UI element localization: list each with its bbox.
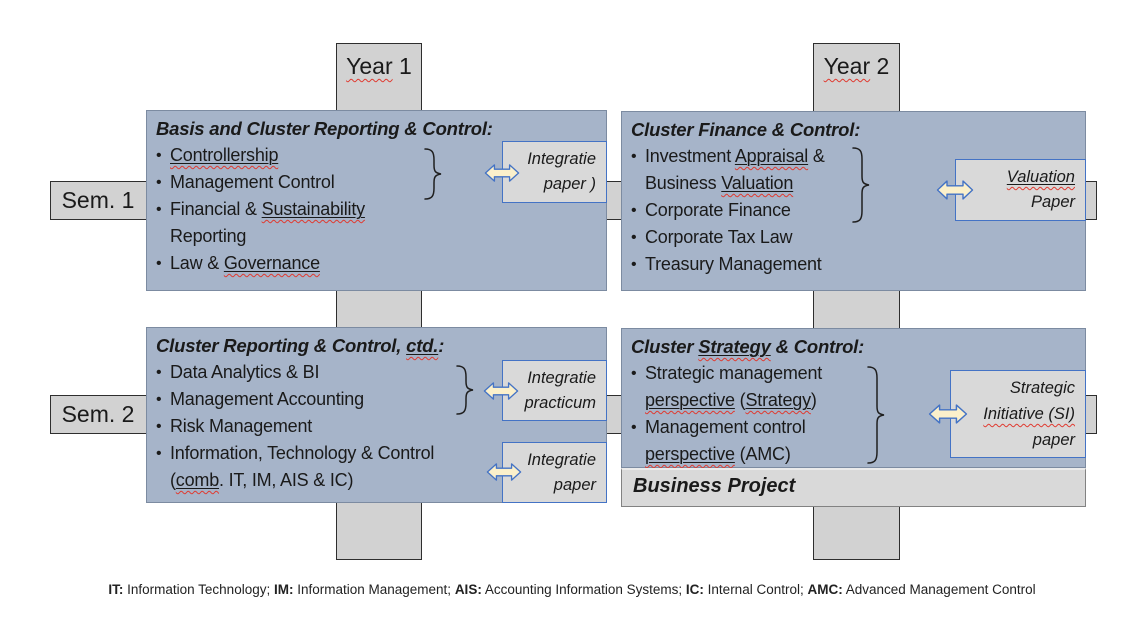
course-line: Initiative (SI) bbox=[983, 405, 1075, 423]
bullet-icon: • bbox=[156, 364, 162, 381]
course-line: •perspective (Strategy) bbox=[645, 390, 817, 410]
sem1-label: Sem. 1 bbox=[61, 187, 135, 213]
brace-icon bbox=[456, 365, 474, 415]
course-line: •Reporting bbox=[170, 226, 247, 246]
course-line: •Data Analytics & BI bbox=[156, 359, 600, 386]
course-line: Integratie bbox=[527, 450, 596, 469]
bullet-icon: • bbox=[631, 148, 637, 165]
course-line: Paper bbox=[1030, 193, 1075, 211]
cluster-title: Cluster Strategy & Control: bbox=[631, 336, 865, 357]
year1-label: Year 1 bbox=[346, 53, 412, 79]
course-line: •Investment Appraisal & bbox=[631, 143, 1079, 170]
course-line: •perspective (AMC) bbox=[645, 444, 791, 464]
brace-icon bbox=[424, 148, 442, 200]
bullet-icon: • bbox=[156, 445, 162, 462]
course-line: Strategic bbox=[1009, 379, 1075, 397]
year2-label: Year 2 bbox=[823, 53, 890, 79]
bullet-icon: • bbox=[156, 174, 162, 191]
double-arrow-icon bbox=[486, 463, 522, 481]
cluster-title: Basis and Cluster Reporting & Control: bbox=[156, 118, 493, 139]
course-line: practicum bbox=[524, 393, 596, 412]
bullet-icon: • bbox=[631, 419, 637, 436]
course-line: •Law & Governance bbox=[156, 250, 600, 277]
brace-icon bbox=[852, 147, 870, 223]
integratie-practicum-box: Integratie practicum bbox=[502, 360, 607, 421]
course-line: •Corporate Finance bbox=[631, 197, 1079, 224]
course-list: •Strategic management •perspective (Strat… bbox=[631, 360, 1079, 468]
brace-icon bbox=[867, 366, 885, 464]
bullet-icon: • bbox=[156, 147, 162, 164]
double-arrow-icon bbox=[484, 164, 520, 182]
course-line: •(comb. IT, IM, AIS & IC) bbox=[170, 470, 354, 490]
course-line: paper ) bbox=[543, 175, 596, 193]
cluster-title: Cluster Finance & Control: bbox=[631, 119, 861, 140]
bullet-icon: • bbox=[631, 229, 637, 246]
course-line: paper bbox=[1032, 431, 1075, 449]
double-arrow-icon bbox=[928, 404, 968, 424]
double-arrow-icon bbox=[936, 180, 974, 200]
course-line: •Information, Technology & Control bbox=[156, 440, 600, 467]
bullet-icon: • bbox=[156, 255, 162, 272]
cluster-box-basis-reporting-control: Basis and Cluster Reporting & Control: •… bbox=[146, 110, 607, 291]
bullet-icon: • bbox=[631, 256, 637, 273]
course-line: •Management Control bbox=[156, 169, 600, 196]
course-line: •Management control bbox=[631, 414, 1079, 441]
course-line: Integratie bbox=[527, 368, 596, 387]
course-line: •Management Accounting bbox=[156, 386, 600, 413]
sem2-label: Sem. 2 bbox=[61, 401, 135, 427]
bullet-icon: • bbox=[156, 201, 162, 218]
bullet-icon: • bbox=[156, 418, 162, 435]
integratie-paper-box-sem1: Integratie paper ) bbox=[502, 141, 607, 203]
course-line: •Business Valuation bbox=[645, 173, 794, 193]
cluster-title: Cluster Reporting & Control, ctd.: bbox=[156, 335, 445, 356]
course-line: paper bbox=[553, 475, 596, 494]
course-list: •Controllership•Management Control•Finan… bbox=[156, 142, 600, 277]
double-arrow-icon bbox=[483, 382, 519, 400]
course-line: Valuation bbox=[1006, 168, 1075, 186]
bullet-icon: • bbox=[156, 391, 162, 408]
course-line: •Controllership bbox=[156, 142, 600, 169]
bullet-icon: • bbox=[631, 202, 637, 219]
course-line: Integratie bbox=[527, 150, 596, 168]
business-project-bar: Business Project bbox=[621, 468, 1086, 507]
course-line: •Strategic management bbox=[631, 360, 1079, 387]
course-list: •Investment Appraisal & •Business Valuati… bbox=[631, 143, 1079, 278]
course-line: •Financial & Sustainability bbox=[156, 196, 600, 223]
course-line: •Treasury Management bbox=[631, 251, 1079, 278]
abbreviation-footnote: IT: Information Technology; IM: Informat… bbox=[108, 582, 1036, 597]
course-line: •Corporate Tax Law bbox=[631, 224, 1079, 251]
bullet-icon: • bbox=[631, 365, 637, 382]
course-line: •Risk Management bbox=[156, 413, 600, 440]
course-list: •Data Analytics & BI•Management Accounti… bbox=[156, 359, 600, 494]
